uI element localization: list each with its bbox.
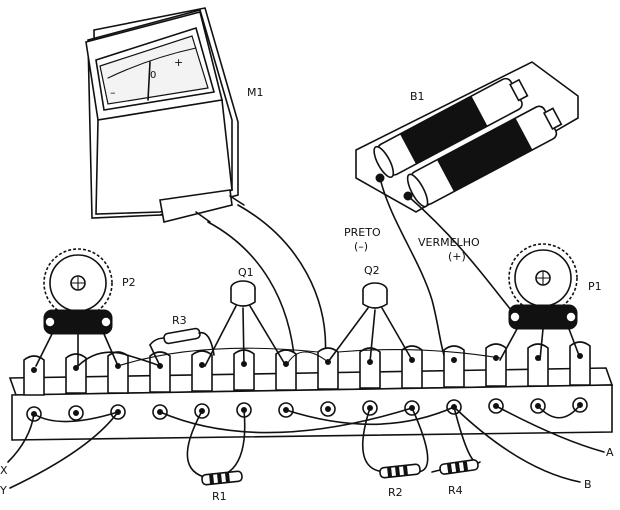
battery-label: B1 <box>410 90 425 103</box>
wire-bottom-4 <box>537 404 581 419</box>
meter-label: M1 <box>247 86 264 99</box>
y-label: Y <box>0 484 7 497</box>
wire-b <box>453 406 581 483</box>
wire-p2-r3 <box>77 351 161 367</box>
wire-bus-top <box>117 347 319 367</box>
wire-a <box>495 405 605 453</box>
potentiometer-p1 <box>499 243 581 361</box>
wire-x <box>7 413 35 463</box>
vermelho-label: VERMELHO <box>418 236 480 249</box>
q2-label: Q2 <box>364 264 380 277</box>
wire-y <box>9 411 119 489</box>
terminal-strip <box>8 341 614 441</box>
wire-bottom-2 <box>159 407 413 434</box>
preto-label: PRETO <box>344 226 381 239</box>
resistor-r1 <box>201 470 243 486</box>
p2-label: P2 <box>122 276 136 289</box>
wire-preto <box>379 177 451 373</box>
wire-bottom-1 <box>33 411 119 423</box>
wire-q1-jumper <box>285 351 329 367</box>
wire-r2-left <box>362 407 386 473</box>
wire-meter-b <box>207 221 296 366</box>
r1-label: R1 <box>212 490 227 503</box>
resistor-r2 <box>379 463 421 479</box>
transistor-q2 <box>327 282 413 363</box>
r4-label: R4 <box>448 484 463 497</box>
q1-label: Q1 <box>238 266 254 279</box>
resistor-r3 <box>149 327 215 367</box>
meter-m1: – 0 + <box>85 7 245 223</box>
wire-r2-right <box>411 407 429 473</box>
preto-minus-label: (–) <box>354 240 368 253</box>
x-label: X <box>0 464 8 477</box>
battery-b1 <box>355 61 579 213</box>
wire-bottom-3 <box>285 406 455 426</box>
p1-label: P1 <box>588 280 602 293</box>
vermelho-plus-label: (+) <box>448 250 466 263</box>
r3-label: R3 <box>172 314 187 327</box>
r2-label: R2 <box>388 486 403 499</box>
meter-plus-label: + <box>174 56 183 69</box>
meter-zero-label: 0 <box>150 70 156 81</box>
transistor-q1 <box>204 280 287 367</box>
a-label: A <box>606 446 614 459</box>
meter-minus-label: – <box>110 86 116 99</box>
b-label: B <box>584 478 592 491</box>
wire-meter-a <box>237 204 327 361</box>
wire-bus-top-right <box>337 349 501 359</box>
resistor-r4 <box>431 459 479 475</box>
potentiometer-p2 <box>35 248 119 367</box>
